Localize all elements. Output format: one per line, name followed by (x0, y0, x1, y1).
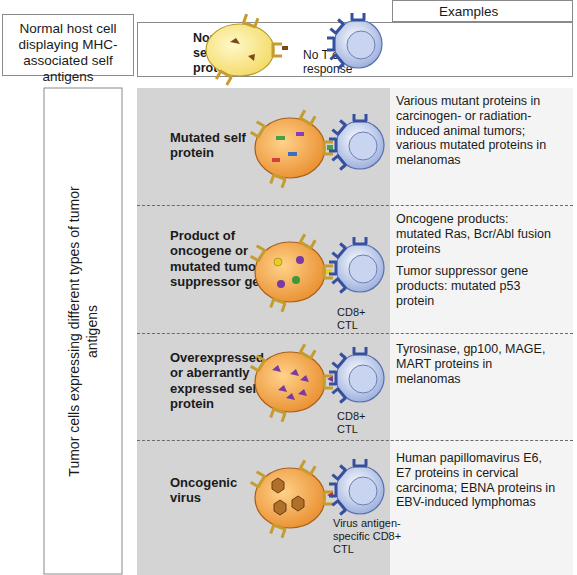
text-block: Oncogene products: mutated Ras, Bcr/Abl … (396, 212, 556, 256)
text-block: Normal host cell displaying MHC-associat… (7, 21, 129, 85)
row-box: Normal self protein No T cell response (137, 22, 573, 77)
column-header: Examples (392, 0, 573, 22)
row-heading: Overexpressed or aberrantly expressed se… (170, 350, 275, 411)
text-block: Various mutant proteins in carcinogen- o… (396, 94, 556, 168)
tumor-row-band: Mutated self protein Various mutant prote… (137, 88, 573, 205)
text-block: CD8+ CTL (337, 410, 385, 436)
row-heading: Oncogenic virus (170, 475, 255, 506)
row-heading: Normal self protein (193, 31, 248, 75)
text-block: Human papillomavirus E6, E7 proteins in … (396, 451, 556, 510)
vertical-heading: Tumor cells expressing different types o… (66, 166, 101, 496)
text-block: Examples (439, 4, 559, 20)
text-block: Tyrosinase, gp100, MAGE, MART proteins i… (396, 342, 556, 386)
text-block: Virus antigen-specific CD8+ CTL (333, 517, 403, 556)
row-heading: Mutated self protein (170, 130, 255, 161)
tumor-row-band: Oncogenic virusVirus antigen-specific CD… (137, 440, 573, 575)
row-box: Normal host cell displaying MHC-associat… (2, 14, 134, 76)
tumor-row-band: Overexpressed or aberrantly expressed se… (137, 333, 573, 440)
text-block: CD8+ CTL (337, 306, 385, 332)
tumor-row-band: Product of oncogene or mutated tumor sup… (137, 205, 573, 333)
text-block: Tumor suppressor gene products: mutated … (396, 264, 556, 308)
text-block: No T cell response (303, 48, 365, 76)
row-heading: Product of oncogene or mutated tumor sup… (170, 228, 290, 289)
